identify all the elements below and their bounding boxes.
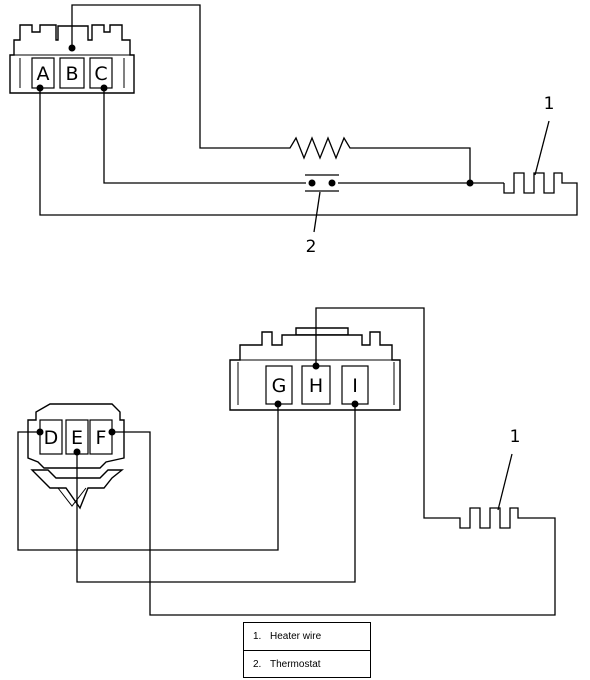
wire-c-thermostat [103, 88, 306, 184]
bottom-left-connector [27, 403, 125, 510]
heater-wire-top [39, 88, 578, 216]
legend-number: 1. [253, 631, 262, 642]
legend-label: Heater wire [270, 631, 322, 642]
pin-label-c: C [94, 63, 107, 85]
top-connector [9, 24, 135, 94]
pin-label-h: H [309, 375, 323, 397]
legend-table: 1. Heater wire 2. Thermostat [243, 622, 371, 678]
bottom-right-connector [229, 327, 401, 411]
pin-label-b: B [65, 63, 78, 85]
pin-label-d: D [44, 427, 59, 449]
pin-b-dot [68, 44, 76, 52]
pin-label-f: F [96, 427, 107, 449]
thermostat-symbol [305, 174, 339, 192]
pin-label-e: E [71, 427, 83, 449]
legend-row: 2. Thermostat [244, 650, 370, 677]
wire-e-i [76, 404, 356, 583]
wire-d-g [17, 404, 279, 551]
pin-label-g: G [272, 375, 287, 397]
pin-label-i: I [352, 375, 358, 397]
junction-dot [466, 179, 474, 187]
callout-heater-top: 1 [544, 94, 555, 114]
wire-b-resistor [71, 4, 471, 183]
pin-label-a: A [37, 63, 50, 85]
legend-number: 2. [253, 658, 262, 670]
legend-row: 1. Heater wire [244, 623, 370, 650]
callout-thermostat: 2 [306, 237, 317, 257]
wire-h-heater [112, 307, 556, 616]
callout-heater-bottom: 1 [510, 427, 521, 447]
legend-label: Thermostat [270, 658, 321, 670]
